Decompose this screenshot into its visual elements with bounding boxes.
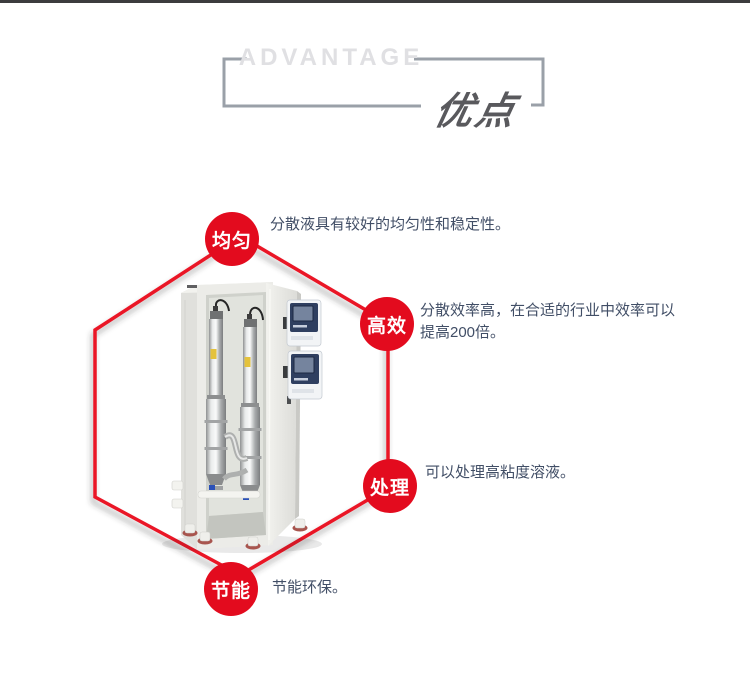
advantage-badge-1: 均匀	[205, 212, 259, 266]
advantage-badge-label: 均匀	[211, 230, 252, 252]
top-divider	[0, 0, 750, 3]
advantage-description-4: 节能环保。	[272, 579, 348, 596]
advantage-badge-2: 高效	[360, 297, 414, 351]
advantage-badge-label: 处理	[369, 477, 410, 499]
advantage-badge-4: 节能	[204, 562, 258, 616]
section-title: 优点	[430, 91, 522, 133]
advantage-description-3: 可以处理高粘度溶液。	[425, 464, 576, 481]
product-photo	[162, 282, 323, 553]
control-boxes	[283, 299, 323, 400]
advantage-badge-label: 节能	[210, 580, 251, 602]
advantage-description-2: 分散效率高，在合适的行业中效率可以提高200倍。	[420, 302, 676, 341]
cabinet-feet	[182, 518, 308, 550]
cabinet-door	[266, 283, 301, 546]
header-bracket	[222, 57, 545, 108]
advantage-badge-label: 高效	[366, 315, 407, 337]
section-eyebrow: ADVANTAGE	[238, 44, 424, 71]
advantage-description-1: 分散液具有较好的均匀性和稳定性。	[270, 216, 511, 233]
disperser-cylinders	[197, 299, 264, 500]
advantage-badge-3: 处理	[363, 459, 417, 513]
